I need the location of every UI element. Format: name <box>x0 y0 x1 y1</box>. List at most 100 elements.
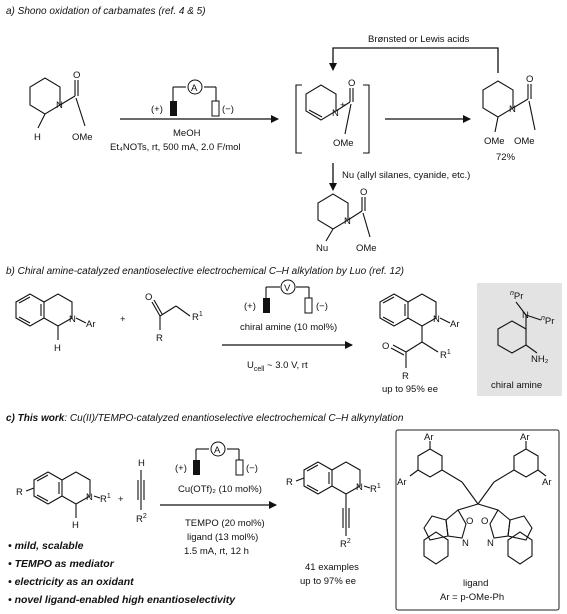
ar-label-b: Ar <box>86 319 96 330</box>
n-label-b: N <box>69 314 76 325</box>
section-c-heading: c) This work: Cu(II)/TEMPO-catalyzed ena… <box>6 413 404 424</box>
o-label-product: O <box>526 74 533 85</box>
n-label-lig-2: N <box>487 538 494 549</box>
cathode-label-a: (−) <box>222 104 234 115</box>
ome-label: OMe <box>72 132 93 143</box>
feature-bullets: • mild, scalable • TEMPO as mediator • e… <box>8 540 236 606</box>
o-label-lig-1: O <box>466 516 473 527</box>
ar-label-3: Ar <box>520 432 530 443</box>
cond-c-2: TEMPO (20 mol%) <box>185 518 265 529</box>
ar-label-2: Ar <box>397 477 407 488</box>
return-arrow <box>329 47 499 73</box>
ome-label-iminium: OMe <box>333 138 354 149</box>
r2-base: R <box>136 514 143 525</box>
cond-c-3: ligand (13 mol%) <box>187 532 258 543</box>
examples-label: 41 examples <box>305 562 359 573</box>
ammeter-c: A <box>214 445 221 456</box>
n-label-product: N <box>509 104 516 115</box>
yield-label: 72% <box>496 152 516 163</box>
r1-label-ketone: R1 <box>192 311 203 323</box>
nu-product-structure: N O Nu OMe <box>316 187 377 254</box>
h-label-alkyne: H <box>138 458 145 469</box>
o-label-lig-2: O <box>481 516 488 527</box>
alkynylated-product-structure: R N R1 R2 41 examples up to 97% ee <box>286 461 381 587</box>
chiral-amine-box: N nPr nPr NH₂ chiral amine <box>477 283 562 396</box>
npr-base-2: Pr <box>545 316 555 327</box>
n-label-iminium: N <box>332 108 339 119</box>
bullet-4: • novel ligand-enabled high enantioselec… <box>8 594 236 606</box>
ligand-box: Ar Ar Ar Ar O O N N ligand Ar = p-OMe-Ph <box>395 429 560 611</box>
alkyne-structure: H R2 <box>136 458 147 525</box>
nu-label: Nu <box>316 243 328 254</box>
ar-definition: Ar = p-OMe-Ph <box>440 592 504 603</box>
electrochem-cell-a: A (+) (−) <box>151 79 234 117</box>
cond-a-1: MeOH <box>173 128 201 139</box>
o-label: O <box>73 70 80 81</box>
piperidine-carbamate-structure: H N O OMe <box>29 70 93 143</box>
acids-label: Brønsted or Lewis acids <box>368 34 470 45</box>
voltmeter-b: V <box>284 283 291 294</box>
cond-a-2: Et₄NOTs, rt, 500 mA, 2.0 F/mol <box>110 142 241 153</box>
o-label-nu-product: O <box>360 187 367 198</box>
npr-label-2: nPr <box>541 315 554 327</box>
section-b-heading: b) Chiral amine-catalyzed enantioselecti… <box>6 266 404 277</box>
r2-label-alkyne: R2 <box>136 513 147 525</box>
plus-sign-b: + <box>120 314 126 325</box>
ucell-u: U <box>247 360 254 371</box>
ammeter-a: A <box>191 83 198 94</box>
r-label-ketone: R <box>156 333 163 344</box>
h-label-b: H <box>54 343 61 354</box>
thiq-reactant-c-structure: R N R1 H + <box>16 471 124 531</box>
bullet-1: • mild, scalable <box>8 540 84 552</box>
ee-b: up to 95% ee <box>382 384 438 395</box>
section-c-heading-bold: c) This work <box>6 413 65 424</box>
r2-base-prod-c: R <box>340 539 347 550</box>
ucell-rest: ~ 3.0 V, rt <box>264 360 308 371</box>
r1-sup-prod: 1 <box>447 349 451 356</box>
cond-b-2: Ucell ~ 3.0 V, rt <box>247 360 308 373</box>
cond-b-1: chiral amine (10 mol%) <box>240 322 337 333</box>
h-label-c: H <box>72 520 79 531</box>
thiq-reactant-structure: N Ar H <box>15 293 96 354</box>
n-label-prod-c: N <box>356 482 363 493</box>
ar-label-prod-b: Ar <box>450 319 460 330</box>
bullet-4-text: novel ligand-enabled high enantioselecti… <box>15 594 237 606</box>
npr-label-1: nPr <box>510 290 523 302</box>
r1-sup-c: 1 <box>107 493 111 500</box>
r-label-c: R <box>16 487 23 498</box>
iminium-structure: N + O OMe <box>295 78 370 154</box>
r-label-prod-c: R <box>286 477 293 488</box>
r1-label-prod-b: R1 <box>440 349 451 361</box>
bullet-3: • electricity as an oxidant <box>8 576 134 588</box>
cond-c-1: Cu(OTf)₂ (10 mol%) <box>178 484 262 495</box>
charge-plus: + <box>340 100 346 111</box>
r1-sup-prod-c: 1 <box>377 483 381 490</box>
bullet-1-text: mild, scalable <box>15 540 84 552</box>
anode-label-c: (+) <box>175 463 187 474</box>
o-label-ketone: O <box>145 292 152 303</box>
n-label-lig-1: N <box>462 538 469 549</box>
n-label-prod-b: N <box>433 314 440 325</box>
r1-base-c: R <box>100 494 107 505</box>
r2-label-prod-c: R2 <box>340 538 351 550</box>
n-label-c: N <box>86 492 93 503</box>
r1-base-prod-c: R <box>370 484 377 495</box>
electrochem-cell-c: A (+) (−) <box>175 441 258 476</box>
r1-base: R <box>192 312 199 323</box>
cathode-label-c: (−) <box>246 463 258 474</box>
ee-c: up to 97% ee <box>300 576 356 587</box>
methoxy-product-structure: N O OMe OMe 72% <box>482 74 536 163</box>
r1-label-prod-c: R1 <box>370 483 381 495</box>
electrochem-cell-b: V (+) (−) <box>244 279 328 314</box>
o-label-iminium: O <box>348 78 355 89</box>
n-label: N <box>56 100 63 111</box>
n-label-nu-product: N <box>344 216 351 227</box>
h-label: H <box>34 132 41 143</box>
r1-sup: 1 <box>199 311 203 318</box>
section-a-heading: a) Shono oxidation of carbamates (ref. 4… <box>6 6 206 17</box>
ome-label-product-2: OMe <box>514 136 535 147</box>
ucell-sub: cell <box>254 366 265 373</box>
bullet-3-text: electricity as an oxidant <box>15 576 135 588</box>
ar-label-1: Ar <box>424 432 434 443</box>
